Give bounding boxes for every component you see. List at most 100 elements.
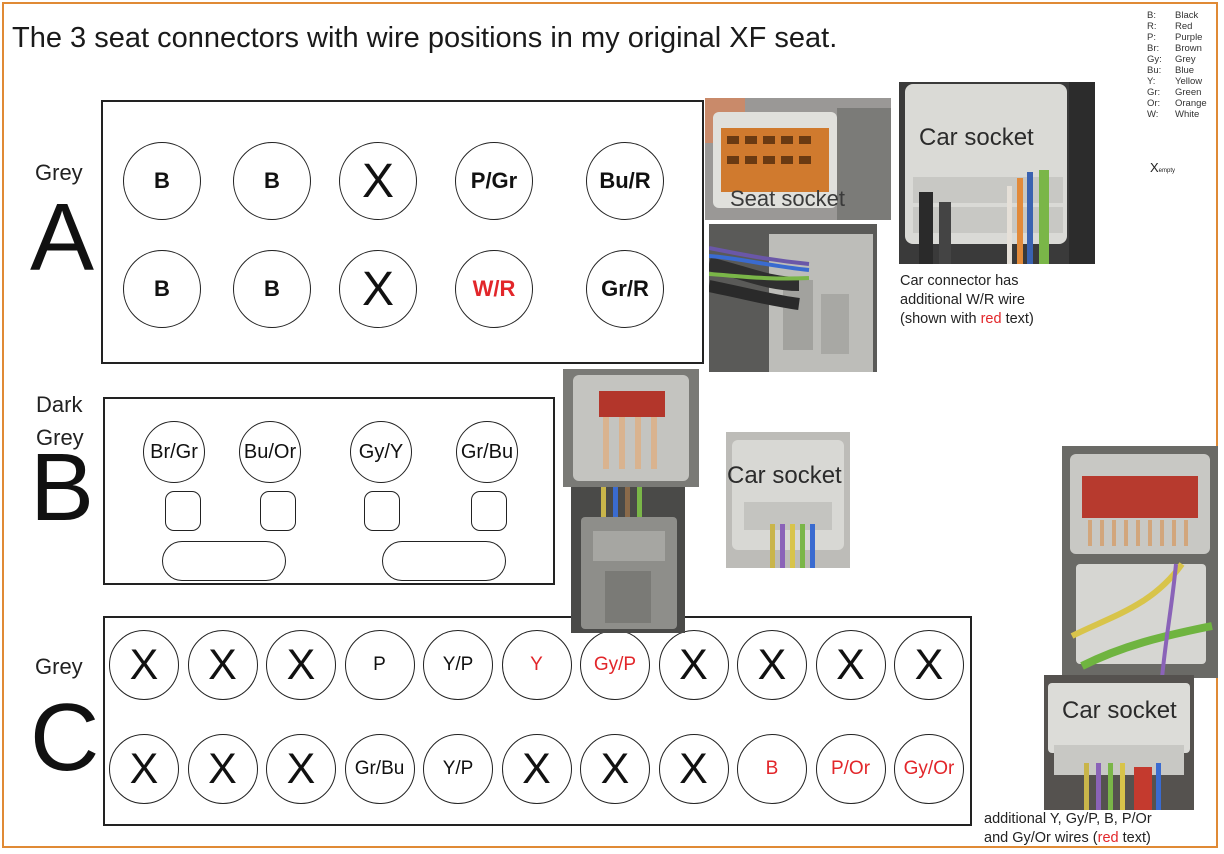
legend-code: Or: bbox=[1147, 98, 1161, 109]
connector-b-latch-slot bbox=[162, 541, 286, 581]
connector-c-pin: Y bbox=[501, 630, 572, 700]
connector-a-pin: P/Gr bbox=[455, 142, 533, 220]
legend-color-name: Red bbox=[1175, 21, 1193, 32]
connector-a-color: Grey bbox=[35, 160, 83, 185]
connector-c-pin: X bbox=[501, 734, 572, 804]
legend-entry: P: Purple bbox=[1147, 32, 1207, 43]
legend-color-name: Blue bbox=[1175, 65, 1195, 76]
seat-socket-b-rear-image bbox=[571, 487, 685, 633]
legend-code: Bu: bbox=[1147, 65, 1162, 76]
pin-label: X bbox=[286, 640, 316, 689]
car-socket-a-photo: Car socket bbox=[899, 82, 1095, 264]
connector-c-pin: X bbox=[109, 734, 179, 804]
pin-label: Br/Gr bbox=[150, 440, 198, 463]
seat-socket-b-photo bbox=[563, 369, 699, 487]
legend-color-name: Purple bbox=[1175, 32, 1203, 43]
connector-c-pin: X bbox=[266, 630, 336, 700]
connector-c-pin: Y/P bbox=[423, 734, 493, 804]
pin-label: Gy/Or bbox=[903, 758, 955, 779]
legend-color-name: Brown bbox=[1175, 43, 1202, 54]
connector-c-pin: X bbox=[109, 630, 179, 700]
legend-entry: R: Red bbox=[1147, 21, 1207, 32]
seat-socket-a-label: Seat socket bbox=[730, 186, 845, 211]
connector-b-pin: Br/Gr bbox=[143, 421, 205, 483]
note-a-red: red bbox=[980, 311, 1002, 327]
connector-c-note: additional Y, Gy/P, B, P/Or and Gy/Or wi… bbox=[984, 810, 1152, 848]
connector-a-pin: B bbox=[123, 142, 201, 220]
connector-b-terminal-slot bbox=[165, 491, 201, 531]
connector-b-pin: Gr/Bu bbox=[456, 421, 518, 483]
connector-c-pin: X bbox=[737, 630, 807, 700]
legend-entry: Y:Yellow bbox=[1147, 76, 1207, 87]
connector-a-pin: W/R bbox=[455, 250, 533, 328]
legend-entry: W:White bbox=[1147, 109, 1207, 120]
pin-label: P bbox=[373, 654, 386, 675]
car-socket-c-label: Car socket bbox=[1062, 697, 1177, 724]
pin-label: B bbox=[264, 168, 280, 193]
pin-label: X bbox=[836, 640, 865, 689]
legend-entry: Bu: Blue bbox=[1147, 65, 1207, 76]
connector-c-pin: X bbox=[894, 630, 964, 700]
note-c-red: red bbox=[1097, 830, 1119, 846]
connector-a-letter: A bbox=[30, 184, 95, 291]
connector-c-color: Grey bbox=[35, 654, 83, 679]
legend-empty-x: X bbox=[1150, 160, 1159, 175]
pin-label: Gr/R bbox=[601, 276, 649, 301]
car-socket-b-label: Car socket bbox=[727, 462, 842, 489]
pin-label: X bbox=[679, 640, 708, 689]
car-socket-a-label: Car socket bbox=[919, 124, 1034, 151]
connector-a-note: Car connector has additional W/R wire (s… bbox=[900, 272, 1034, 329]
connector-b-pin: Gy/Y bbox=[350, 421, 412, 483]
seat-socket-b-image bbox=[563, 369, 699, 487]
connector-a-note-line3: (shown with red text) bbox=[900, 310, 1034, 329]
connector-c-pin: X bbox=[658, 630, 729, 700]
connector-c-pin: X bbox=[187, 734, 258, 804]
connector-c-note-line2: and Gy/Or wires (red text) bbox=[984, 829, 1152, 848]
legend-empty-label: empty bbox=[1158, 168, 1176, 174]
legend-code: P: bbox=[1147, 32, 1156, 43]
connector-b-letter: B bbox=[30, 434, 95, 541]
pin-label: X bbox=[208, 640, 237, 689]
connector-b-latch-slot bbox=[382, 541, 506, 581]
pin-label: Y/P bbox=[442, 654, 474, 675]
car-socket-c-photo: Car socket bbox=[1044, 675, 1194, 810]
connector-c-pin: X bbox=[658, 734, 729, 804]
legend-code: R: bbox=[1147, 21, 1157, 32]
note-a-pre: (shown with bbox=[900, 311, 981, 327]
note-c-post: text) bbox=[1118, 830, 1151, 846]
connector-a-pin: Bu/R bbox=[586, 142, 664, 220]
pin-label: B bbox=[765, 758, 779, 779]
connector-c-pin: X bbox=[580, 734, 650, 804]
pin-label: X bbox=[757, 640, 787, 689]
connector-a-note-line1: Car connector has bbox=[900, 273, 1019, 289]
connector-a-pin: X bbox=[339, 142, 417, 220]
pin-label: B bbox=[154, 276, 170, 301]
seat-socket-a-image bbox=[705, 98, 891, 220]
legend-entry: Br: Brown bbox=[1147, 43, 1207, 54]
pin-label: P/Gr bbox=[470, 168, 518, 193]
connector-a-pin: B bbox=[123, 250, 201, 328]
connector-a-pin: X bbox=[339, 250, 417, 328]
pin-label: Bu/Or bbox=[243, 440, 297, 463]
connector-c-pin: B bbox=[737, 734, 807, 804]
pin-label: X bbox=[914, 640, 944, 689]
legend-empty-symbol: Xempty bbox=[1150, 160, 1175, 175]
legend-color-name: Black bbox=[1175, 10, 1199, 21]
connector-c-pin: Gr/Bu bbox=[344, 734, 415, 804]
legend-code: W: bbox=[1147, 109, 1159, 120]
pin-label: X bbox=[522, 744, 551, 793]
note-c-pre: and Gy/Or wires ( bbox=[984, 830, 1098, 846]
connector-c-pin: Gy/P bbox=[580, 630, 650, 700]
legend-code: Gr: bbox=[1147, 87, 1161, 98]
legend-code: Br: bbox=[1147, 43, 1160, 54]
car-socket-b-image bbox=[726, 432, 850, 568]
pin-label: X bbox=[361, 154, 394, 208]
pin-label: X bbox=[600, 744, 630, 793]
connector-c-note-line1: additional Y, Gy/P, B, P/Or bbox=[984, 811, 1152, 827]
legend-entry: Or:Orange bbox=[1147, 98, 1207, 109]
connector-a-note-line2: additional W/R wire bbox=[900, 292, 1025, 308]
seat-socket-a-rear-image bbox=[709, 224, 877, 372]
